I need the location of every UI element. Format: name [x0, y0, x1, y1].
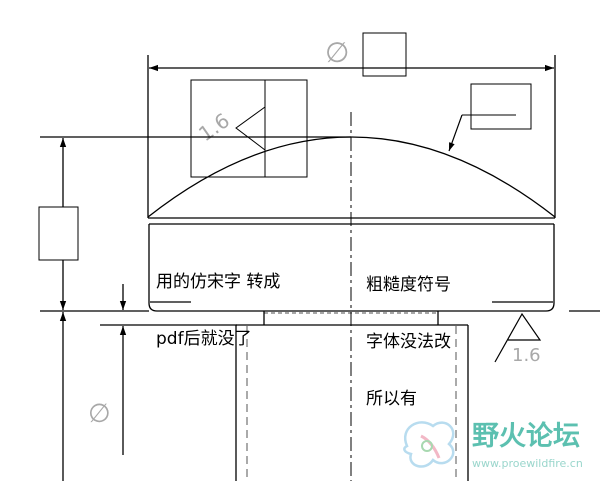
- diameter-symbol-top: ∅: [325, 36, 349, 69]
- roughness-value-top: 1.6: [194, 108, 234, 146]
- note-left-line-1: 用的仿宋字 转成: [156, 272, 281, 292]
- body-outline: [148, 224, 555, 312]
- roughness-frame: [190, 79, 308, 178]
- top-dimension-box: [362, 32, 407, 77]
- note-right-line-1: 粗糙度符号: [366, 275, 451, 295]
- note-right: 粗糙度符号 字体没法改 所以有: [366, 238, 451, 447]
- note-left: 用的仿宋字 转成 pdf后就没了: [156, 235, 280, 387]
- roughness-symbol-right: [494, 312, 542, 363]
- callout-leader: [448, 114, 463, 152]
- note-right-line-2: 字体没法改: [366, 332, 451, 352]
- watermark-title: 野火论坛: [472, 421, 580, 452]
- diameter-symbol-left: ∅: [88, 399, 111, 429]
- roughness-value-right: 1.6: [512, 345, 541, 366]
- callout-box: [470, 83, 532, 130]
- height-dimension-box: [38, 206, 79, 261]
- watermark-url: www.proewildfire.cn: [472, 457, 583, 470]
- roughness-symbol-top: [235, 106, 266, 151]
- watermark-logo: [403, 421, 455, 468]
- note-right-line-3: 所以有: [366, 389, 417, 409]
- note-left-line-2: pdf后就没了: [156, 329, 252, 349]
